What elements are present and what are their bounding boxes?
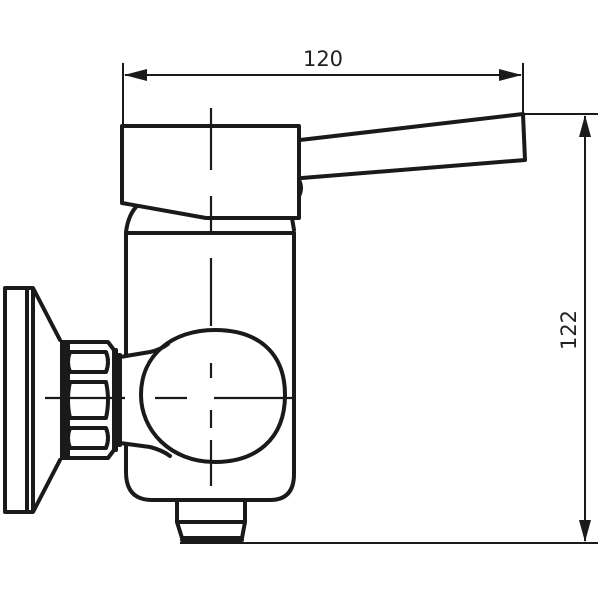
boss-circle (139, 328, 287, 464)
arrow-right-icon (499, 69, 522, 81)
cap-skirt-right (290, 216, 296, 232)
height-dimension: 122 (180, 113, 598, 544)
body-outline (124, 231, 296, 502)
lever-handle (298, 112, 527, 180)
cartridge-cap (120, 124, 303, 234)
center-lines (45, 108, 292, 486)
height-dimension-label: 122 (557, 310, 581, 350)
width-dimension: 120 (122, 47, 524, 128)
arrow-up-icon (579, 115, 591, 137)
outlet-nozzle (175, 498, 247, 542)
lever-arm (298, 112, 527, 180)
cap-body (120, 124, 301, 220)
cap-notch (297, 178, 303, 198)
mixer-body (124, 231, 296, 502)
boss-neck-bottom (118, 441, 172, 458)
wall-flange (3, 286, 29, 514)
nut-facet-top (66, 350, 110, 374)
arrow-down-icon (579, 520, 591, 542)
nut-facet-bottom (66, 426, 110, 450)
cap-skirt-left (124, 205, 138, 234)
width-dimension-label: 120 (303, 47, 343, 71)
inlet-boss (118, 328, 287, 464)
nozzle-tip (175, 520, 247, 540)
nozzle-body (175, 498, 247, 524)
wall-connection (3, 286, 122, 514)
arrow-left-icon (124, 69, 147, 81)
nut-facet-middle (66, 380, 110, 420)
